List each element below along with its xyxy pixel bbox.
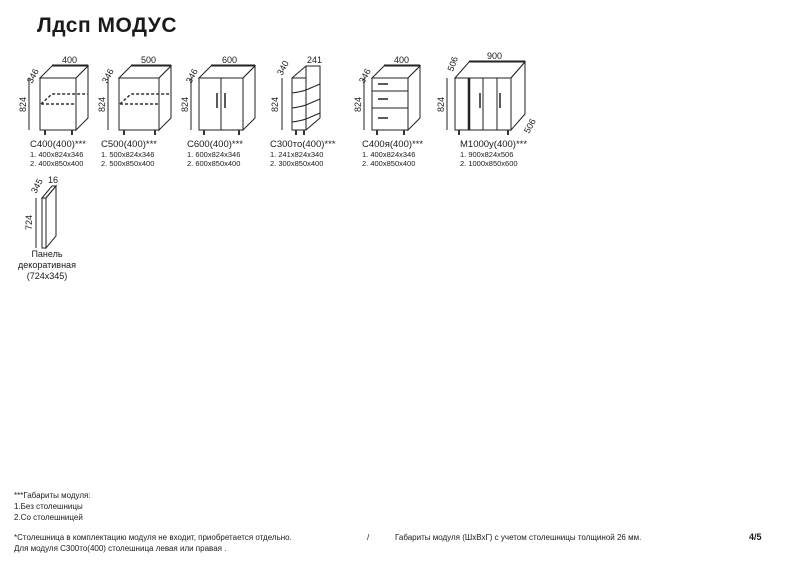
- depth2-dim: 506: [522, 117, 538, 135]
- panel-depth-dim: 345: [29, 177, 45, 195]
- note-item-1: 1.Без столешницы: [14, 502, 83, 511]
- panel-drawing: 16 345 724: [24, 175, 58, 250]
- module-size-2: 2. 400x850x400: [362, 159, 416, 168]
- module-size-1: 1. 500x824x346: [101, 150, 155, 159]
- module-name: М1000у(400)***: [460, 139, 528, 150]
- width-dim: 400: [394, 55, 409, 65]
- dimensions-remark: Габариты модуля (ШхВхГ) с учетом столешн…: [395, 533, 642, 542]
- width-dim: 600: [222, 55, 237, 65]
- note-title: ***Габариты модуля:: [14, 491, 91, 500]
- panel-caption-line2: декоративная: [18, 260, 76, 270]
- module-size-1: 1. 241x824x340: [270, 150, 324, 159]
- footer-separator: /: [367, 533, 370, 542]
- width-dim: 241: [307, 55, 322, 65]
- width-dim: 500: [141, 55, 156, 65]
- module-label: С600(400)*** 1. 600x824x346 2. 600x850x4…: [187, 139, 243, 169]
- module-name: С300то(400)***: [270, 139, 336, 150]
- panel-caption-line1: Панель: [31, 249, 63, 259]
- module-size-1: 1. 400x824x346: [362, 150, 416, 159]
- module-name: С400я(400)***: [362, 139, 424, 150]
- height-dim: 824: [353, 97, 363, 112]
- module-size-2: 2. 400x850x400: [30, 159, 84, 168]
- depth-dim: 346: [25, 67, 41, 85]
- module-name: С600(400)***: [187, 139, 243, 150]
- module-size-1: 1. 400x824x346: [30, 150, 84, 159]
- page-title: Лдсп МОДУС: [37, 14, 177, 37]
- module-label: С400я(400)*** 1. 400x824x346 2. 400x850x…: [362, 139, 424, 169]
- cabinet-drawing-m1000u: 900 506 824 506: [436, 51, 538, 135]
- panel-width-dim: 16: [48, 175, 58, 185]
- height-dim: 824: [270, 97, 280, 112]
- panel-height-dim: 724: [24, 215, 34, 230]
- page-number: 4/5: [749, 532, 762, 542]
- module-label: С300то(400)*** 1. 241x824x340 2. 300x850…: [270, 139, 336, 169]
- height-dim: 824: [97, 97, 107, 112]
- depth-dim: 346: [184, 67, 200, 85]
- depth-dim: 346: [357, 67, 373, 85]
- module-name: С400(400)***: [30, 139, 86, 150]
- module-size-2: 2. 500x850x400: [101, 159, 155, 168]
- width-dim: 900: [487, 51, 502, 61]
- module-name: С500(400)***: [101, 139, 157, 150]
- cabinet-drawing-c500: 500 346 824: [97, 55, 173, 135]
- cabinet-drawing-c600: 600 346 824: [180, 55, 257, 135]
- depth-dim: 340: [275, 59, 291, 77]
- height-dim: 824: [18, 97, 28, 112]
- depth-dim: 506: [445, 55, 460, 73]
- note-item-2: 2.Со столешницей: [14, 513, 83, 522]
- module-size-2: 2. 600x850x400: [187, 159, 241, 168]
- cabinet-drawing-c400: 400 346 824: [18, 55, 90, 135]
- module-size-1: 1. 900x824x506: [460, 150, 514, 159]
- module-label: С500(400)*** 1. 500x824x346 2. 500x850x4…: [101, 139, 157, 169]
- panel-caption: Панель декоративная (724x345): [12, 249, 82, 282]
- width-dim: 400: [62, 55, 77, 65]
- panel-caption-line3: (724x345): [26, 271, 68, 281]
- module-size-1: 1. 600x824x346: [187, 150, 241, 159]
- cabinet-drawing-c300to: 241 340 824: [270, 55, 322, 135]
- cabinet-drawing-c400ya: 400 346 824: [353, 55, 422, 135]
- module-size-2: 2. 300x850x400: [270, 159, 324, 168]
- module-label: С400(400)*** 1. 400x824x346 2. 400x850x4…: [30, 139, 86, 169]
- height-dim: 824: [436, 97, 446, 112]
- height-dim: 824: [180, 97, 190, 112]
- c300to-remark: Для модуля С300то(400) столешница левая …: [14, 544, 227, 553]
- module-size-2: 2. 1000x850x600: [460, 159, 518, 168]
- countertop-remark: *Столешница в комплектацию модуля не вхо…: [14, 533, 292, 542]
- module-label: М1000у(400)*** 1. 900x824x506 2. 1000x85…: [460, 139, 528, 169]
